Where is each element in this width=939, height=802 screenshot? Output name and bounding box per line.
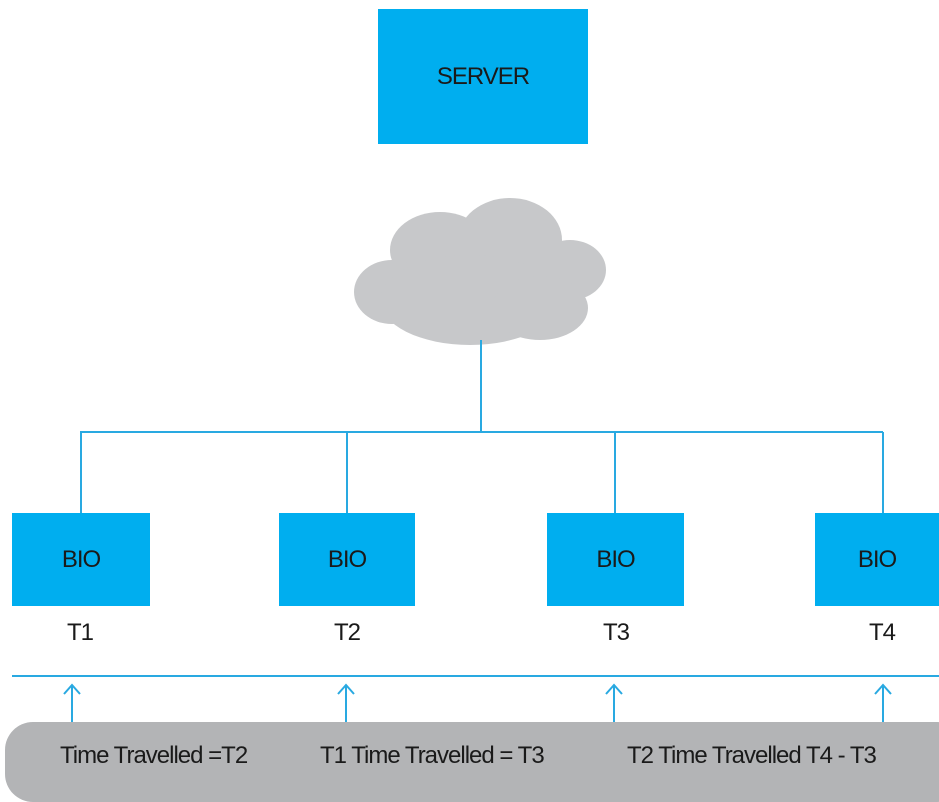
server-label: SERVER	[436, 62, 530, 90]
server-box: SERVER	[378, 9, 588, 144]
bio-node-2: BIO	[279, 513, 415, 606]
bio-node-3: BIO	[547, 513, 684, 606]
up-arrow-icon	[337, 683, 355, 726]
time-label-t1: T1	[66, 619, 94, 646]
bio-node-label: BIO	[327, 545, 367, 573]
up-arrow-icon	[63, 683, 81, 726]
bio-node-1: BIO	[12, 513, 150, 606]
footer-text-2: T1 Time Travelled = T3	[320, 742, 545, 769]
up-arrow-icon	[874, 683, 892, 726]
bio-node-label: BIO	[61, 545, 101, 573]
time-label-t2: T2	[333, 619, 361, 646]
time-label-t4: T4	[868, 619, 896, 646]
cloud-icon	[354, 198, 606, 345]
footer-text-3: T2 Time Travelled T4 - T3	[627, 742, 877, 769]
bio-node-label: BIO	[857, 545, 897, 573]
footer-text-1: Time Travelled =T2	[60, 742, 248, 769]
up-arrow-icon	[605, 683, 623, 726]
time-label-t3: T3	[602, 619, 630, 646]
bio-node-4: BIO	[815, 513, 939, 606]
bio-node-label: BIO	[596, 545, 635, 573]
